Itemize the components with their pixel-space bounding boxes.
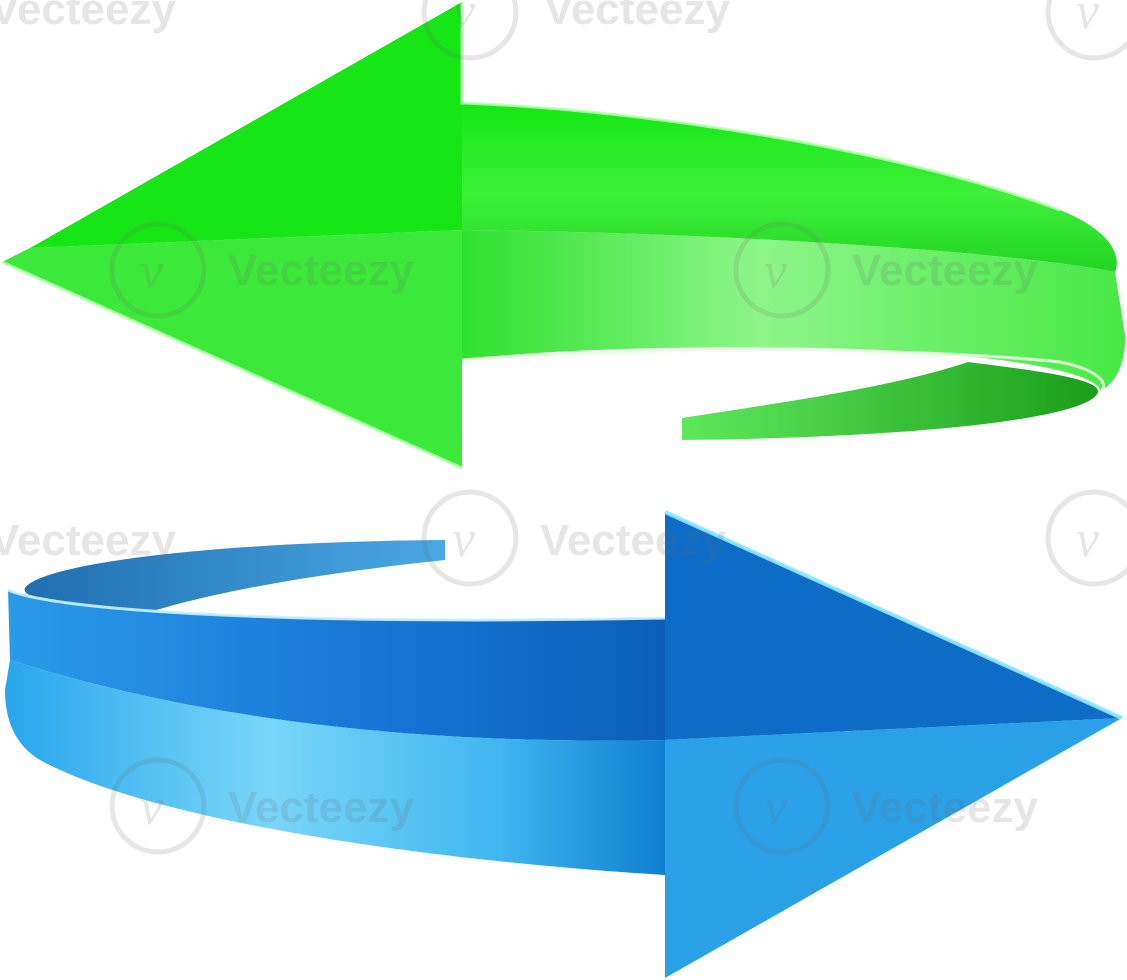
watermark-logo: v — [421, 489, 519, 587]
watermark-text: Vecteezy — [228, 783, 414, 832]
watermark-text: Vecteezy — [0, 0, 176, 34]
watermark-text: Vecteezy — [544, 0, 730, 34]
svg-text:v: v — [140, 779, 164, 836]
watermark-text: Vecteezy — [852, 246, 1038, 295]
svg-text:v: v — [764, 243, 788, 300]
svg-text:v: v — [140, 243, 164, 300]
blue-arrow-highlight — [664, 510, 1123, 720]
watermark: v Vecteezy v Vecteezy v Vecteezy v Vecte… — [0, 0, 1127, 855]
svg-text:v: v — [1076, 511, 1100, 568]
green-arrow-rim — [461, 348, 1106, 394]
green-arrow-inner-ring — [682, 362, 1099, 440]
blue-arrow-rim — [7, 588, 666, 622]
blue-arrow-head-bottom — [665, 718, 1122, 978]
blue-arrow-band — [5, 660, 665, 875]
watermark-text: Vecteezy — [852, 783, 1038, 832]
svg-text:v: v — [452, 511, 476, 568]
watermark-logo: v — [1045, 0, 1127, 61]
watermark-logo: v — [1045, 489, 1127, 587]
svg-text:v: v — [452, 0, 476, 40]
blue-arrow — [5, 510, 1123, 978]
green-arrow-band — [462, 230, 1126, 390]
watermark-text: Vecteezy — [540, 516, 726, 565]
green-arrow-shaft — [462, 103, 1117, 272]
blue-arrow-head-top — [665, 512, 1122, 740]
watermark-logo: v — [109, 757, 207, 855]
green-arrow — [1, 2, 1126, 470]
watermark-logo: v — [109, 221, 207, 319]
svg-text:v: v — [1076, 0, 1100, 40]
watermark-text: Vecteezy — [0, 516, 176, 565]
blue-arrow-inner-ring — [24, 540, 445, 612]
watermark-logo: v — [733, 221, 831, 319]
watermark-text: Vecteezy — [228, 246, 414, 295]
green-arrow-highlight — [1, 2, 1061, 470]
watermark-logo: v — [421, 0, 519, 61]
green-arrow-head-bottom — [2, 230, 462, 468]
svg-text:v: v — [764, 779, 788, 836]
green-arrow-head-top — [30, 2, 462, 248]
watermark-logo: v — [733, 757, 831, 855]
blue-arrow-shaft — [8, 590, 665, 741]
